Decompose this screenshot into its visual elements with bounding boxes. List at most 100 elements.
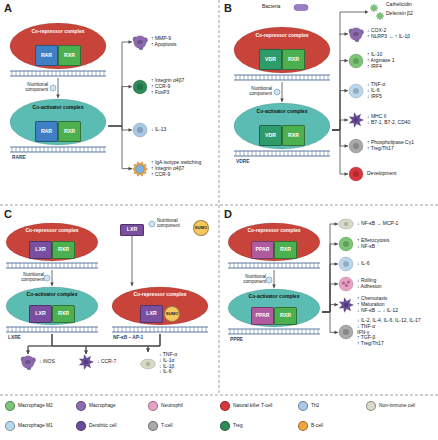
complex-label: Co-repressor complex [232, 33, 332, 39]
dna-rung [244, 75, 245, 80]
complex-label: Co-activator complex [226, 294, 322, 300]
label-holder: PPRE [230, 337, 243, 343]
legend-item: Macrophage M2 [5, 401, 53, 411]
cell-effect-text: ↓ IL-6 [159, 369, 177, 375]
cell-output: ↑ MMP-9↑ Apoptosis [132, 34, 177, 50]
cell-effect-text: ↓ NF-κB [357, 244, 389, 250]
panel-divider [0, 205, 438, 206]
dna-rung [146, 327, 147, 332]
dna-rung [64, 327, 65, 332]
dna-rung [44, 263, 45, 268]
sumo-circle: SUMO [164, 306, 180, 322]
dna-rung [292, 75, 293, 80]
cell-text-group: ↓ NF-κB → MCP-1 [357, 221, 398, 227]
cell-icon [338, 216, 354, 232]
dna-rung [32, 327, 33, 332]
dna-rung [76, 71, 77, 76]
cell-icon [348, 53, 364, 69]
complex-label: Co-activator complex [4, 292, 100, 298]
legend-swatch [220, 421, 230, 431]
cell-effect-text: ↓ Adhesion [357, 284, 381, 290]
dna-rung [84, 263, 85, 268]
dna-rung [262, 329, 263, 334]
dna-rung [318, 263, 319, 268]
dna-rung [114, 327, 115, 332]
cell-text-group: ↓ Rolling↓ Adhesion [357, 278, 381, 290]
receptor-box: RXR [58, 121, 81, 142]
arrow-head [272, 285, 276, 289]
dna-rung [328, 151, 329, 156]
cell-text-group: ↑ Integrin α4β7↑ CCR-9↑ FoxP3 [151, 78, 184, 95]
dna-rung [130, 327, 131, 332]
dna-rung [280, 151, 281, 156]
cell-text-group: ↓ COX-2↑ NLRP3 → ↑ IL-1β [367, 28, 410, 40]
complex-label: Co-repressor complex [110, 292, 210, 298]
dna-rung [234, 263, 235, 268]
dna-strand [234, 75, 330, 76]
dna-rung [268, 75, 269, 80]
dna-rung [298, 329, 299, 334]
cell-icon [132, 79, 148, 95]
cell-text-group: ↓ IL-13 [151, 127, 166, 133]
connector [108, 40, 132, 126]
dna-strand [10, 152, 106, 153]
dna-rung [300, 75, 301, 80]
dna-rung [76, 147, 77, 152]
cell-effect-text: ↑ IRF4 [367, 64, 395, 70]
legend-text: Non-immune cell [379, 403, 415, 409]
complex-ellipse: Co-activator complexRARRXR [8, 98, 108, 154]
dna-rung [92, 71, 93, 76]
cell-part [349, 113, 363, 128]
dna-rung [150, 327, 151, 332]
cell-output: ↑ Efferocytosis↓ NF-κB [338, 236, 389, 252]
dna-rung [264, 151, 265, 156]
dna-rung [72, 147, 73, 152]
dna-rung [256, 151, 257, 156]
legend-swatch [5, 401, 15, 411]
nutrient-dot [266, 277, 272, 283]
cell-text-group: ↓ iNOS [39, 359, 55, 365]
arrow-head [335, 242, 339, 246]
connector [108, 126, 132, 170]
cell-effect-text: ↓ NF-κB → MCP-1 [357, 221, 398, 227]
label-holder: Defensin β2 [386, 11, 413, 17]
dna-rung [92, 327, 93, 332]
cell-icon [132, 161, 148, 177]
connector-line [332, 91, 348, 130]
cell-icon [338, 276, 354, 292]
connector-line [332, 61, 348, 130]
arrow-head [345, 59, 349, 63]
legend-item: Dendritic cell [76, 421, 116, 431]
panel-letter: C [4, 208, 12, 221]
dna-rung [40, 327, 41, 332]
dna-rung [60, 327, 61, 332]
complex-ellipse: Co-activator complexVDRRXR [232, 102, 332, 158]
connector [146, 334, 160, 352]
cell-part [343, 261, 349, 267]
dna-rung [16, 327, 17, 332]
dna-rung [264, 75, 265, 80]
receptor-label: RXR [58, 311, 69, 316]
connector [322, 303, 338, 312]
cell-part [353, 32, 359, 36]
connector [332, 130, 348, 176]
connector-line [28, 334, 52, 354]
annotation-label: VDRE [236, 159, 249, 165]
cell-text-group: ↓ CCR-7 [97, 359, 116, 365]
cell-part [137, 40, 143, 44]
dna-rung [304, 75, 305, 80]
cell-icon [338, 297, 354, 313]
dna-rung [182, 327, 183, 332]
dna-rung [284, 151, 285, 156]
nutrient-dot [44, 275, 50, 281]
receptor-box: RXR [52, 241, 75, 259]
dna-rung [198, 327, 199, 332]
panel-divider [219, 0, 220, 394]
cell-part [339, 237, 353, 251]
connector-line [108, 87, 132, 126]
dna-rung [260, 75, 261, 80]
label-holder: Cathelicidin [386, 2, 412, 8]
sumo-label: SUMO [195, 226, 208, 230]
annotation-label: Nutritional component [236, 274, 266, 285]
dna-rung [278, 263, 279, 268]
